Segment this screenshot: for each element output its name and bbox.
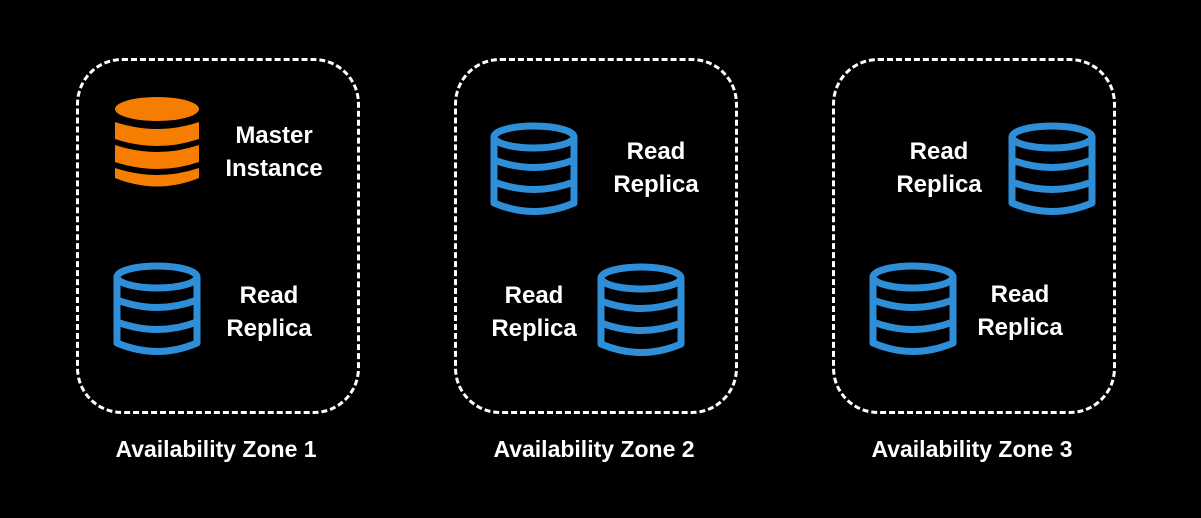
read-replica-database-icon bbox=[868, 262, 958, 358]
read-replica-database-icon bbox=[112, 262, 202, 358]
read-replica-label: Read Replica bbox=[977, 281, 1063, 341]
availability-zone-3-box bbox=[832, 58, 1116, 414]
availability-zone-2-box bbox=[454, 58, 738, 414]
read-replica-label: Read Replica bbox=[896, 138, 982, 198]
read-replica-database-icon bbox=[596, 263, 686, 359]
master-instance-label: Master Instance bbox=[225, 122, 323, 182]
read-replica-label: Read Replica bbox=[226, 282, 312, 342]
availability-zone-3-label: Availability Zone 3 bbox=[871, 436, 1073, 462]
read-replica-label: Read Replica bbox=[613, 138, 699, 198]
read-replica-label: Read Replica bbox=[491, 282, 577, 342]
availability-zone-1-label: Availability Zone 1 bbox=[115, 436, 317, 462]
availability-zone-2-label: Availability Zone 2 bbox=[493, 436, 695, 462]
read-replica-database-icon bbox=[1007, 122, 1097, 218]
availability-zone-1-box bbox=[76, 58, 360, 414]
read-replica-database-icon bbox=[489, 122, 579, 218]
master-database-icon bbox=[112, 95, 202, 191]
